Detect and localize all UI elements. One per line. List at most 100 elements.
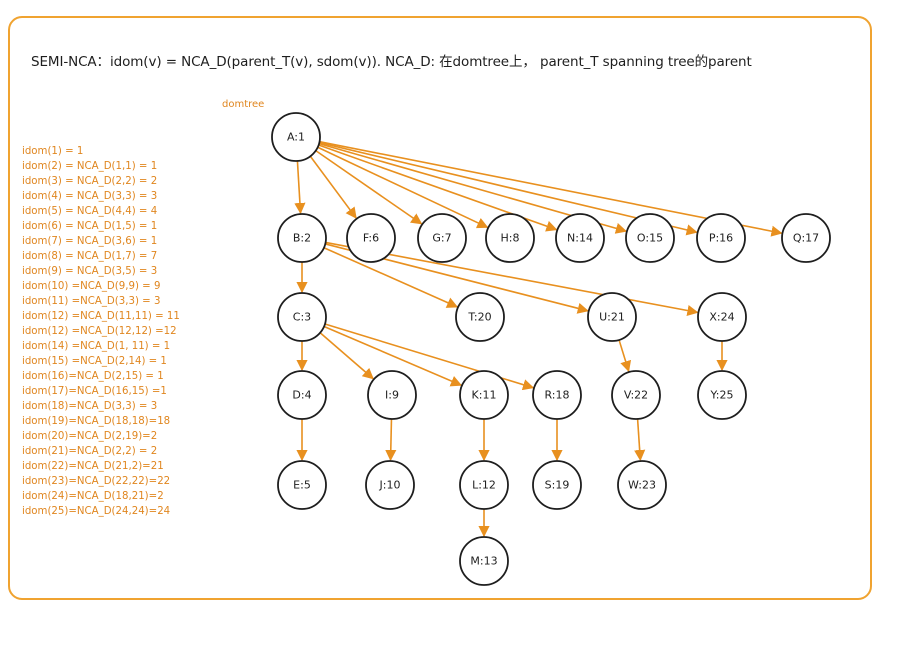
- node-circle: [611, 370, 661, 420]
- node-circle: [459, 370, 509, 420]
- node-label: K:11: [472, 389, 497, 402]
- idom-line: idom(6) = NCA_D(1,5) = 1: [22, 221, 158, 232]
- idom-line: idom(21)=NCA_D(2,2) = 2: [22, 446, 158, 457]
- idom-line: idom(1) = 1: [22, 146, 84, 157]
- node-circle: [277, 370, 327, 420]
- node-label: T:20: [467, 311, 491, 324]
- node-label: F:6: [363, 232, 379, 245]
- node-d: D:4: [277, 370, 327, 420]
- node-i: I:9: [367, 370, 417, 420]
- node-k: K:11: [459, 370, 509, 420]
- node-o: O:15: [625, 213, 675, 263]
- edge-c-k: [323, 325, 463, 387]
- node-x: X:24: [697, 292, 747, 342]
- node-circle: [417, 213, 467, 263]
- idom-line: idom(20)=NCA_D(2,19)=2: [22, 431, 158, 442]
- node-circle: [555, 213, 605, 263]
- edge-a-h: [317, 146, 489, 229]
- node-a: A:1: [271, 112, 321, 162]
- node-label: H:8: [501, 232, 520, 245]
- node-n: N:14: [555, 213, 605, 263]
- node-label: X:24: [709, 311, 734, 324]
- idom-list: idom(1) = 1 idom(2) = NCA_D(1,1) = 1 idom(…: [22, 144, 180, 519]
- node-j: J:10: [365, 460, 415, 510]
- idom-line: idom(24)=NCA_D(18,21)=2: [22, 491, 164, 502]
- node-p: P:16: [696, 213, 746, 263]
- idom-line: idom(11) =NCA_D(3,3) = 3: [22, 296, 161, 307]
- node-label: Q:17: [793, 232, 819, 245]
- diagram-frame: [8, 16, 872, 600]
- node-label: D:4: [292, 389, 311, 402]
- node-h: H:8: [485, 213, 535, 263]
- edge-a-b: [294, 160, 306, 215]
- node-label: V:22: [624, 389, 648, 402]
- node-label: E:5: [293, 479, 311, 492]
- edge-b-t: [323, 247, 459, 308]
- idom-line: idom(4) = NCA_D(3,3) = 3: [22, 191, 158, 202]
- node-g: G:7: [417, 213, 467, 263]
- node-circle: [696, 213, 746, 263]
- node-m: M:13: [459, 536, 509, 586]
- idom-line: idom(23)=NCA_D(22,22)=22: [22, 476, 171, 487]
- edge-i-j: [385, 418, 397, 462]
- node-circle: [485, 213, 535, 263]
- node-label: S:19: [545, 479, 570, 492]
- node-b: B:2: [277, 213, 327, 263]
- idom-line: idom(8) = NCA_D(1,7) = 7: [22, 251, 158, 262]
- node-r: R:18: [532, 370, 582, 420]
- idom-line: idom(16)=NCA_D(2,15) = 1: [22, 371, 164, 382]
- node-t: T:20: [455, 292, 505, 342]
- node-circle: [277, 460, 327, 510]
- node-l: L:12: [459, 460, 509, 510]
- node-label: L:12: [472, 479, 496, 492]
- node-circle: [271, 112, 321, 162]
- node-v: V:22: [611, 370, 661, 420]
- node-circle: [277, 292, 327, 342]
- node-circle: [532, 370, 582, 420]
- idom-line: idom(18)=NCA_D(3,3) = 3: [22, 401, 158, 412]
- node-circle: [625, 213, 675, 263]
- idom-line: idom(2) = NCA_D(1,1) = 1: [22, 161, 158, 172]
- domtree-label: domtree: [222, 99, 265, 110]
- node-label: A:1: [287, 131, 305, 144]
- node-circle: [277, 213, 327, 263]
- node-circle: [346, 213, 396, 263]
- node-label: W:23: [628, 479, 656, 492]
- edge-a-q: [319, 140, 783, 237]
- idom-line: idom(10) =NCA_D(9,9) = 9: [22, 281, 161, 292]
- node-label: N:14: [567, 232, 593, 245]
- idom-line: idom(25)=NCA_D(24,24)=24: [22, 506, 171, 517]
- idom-line: idom(19)=NCA_D(18,18)=18: [22, 416, 171, 427]
- idom-line: idom(12) =NCA_D(11,11) = 11: [22, 311, 180, 322]
- node-label: U:21: [599, 311, 625, 324]
- node-label: B:2: [293, 232, 311, 245]
- node-label: O:15: [637, 232, 663, 245]
- diagram-title: SEMI-NCA：idom(v) = NCA_D(parent_T(v), sd…: [31, 54, 752, 70]
- node-e: E:5: [277, 460, 327, 510]
- edge-c-i: [319, 332, 374, 380]
- node-label: M:13: [470, 555, 497, 568]
- idom-line: idom(15) =NCA_D(2,14) = 1: [22, 356, 167, 367]
- edge-u-v: [618, 339, 632, 373]
- idom-line: idom(14) =NCA_D(1, 11) = 1: [22, 341, 171, 352]
- node-f: F:6: [346, 213, 396, 263]
- node-u: U:21: [587, 292, 637, 342]
- node-c: C:3: [277, 292, 327, 342]
- node-circle: [455, 292, 505, 342]
- node-circle: [781, 213, 831, 263]
- node-label: I:9: [385, 389, 399, 402]
- idom-line: idom(22)=NCA_D(21,2)=21: [22, 461, 164, 472]
- node-y: Y:25: [697, 370, 747, 420]
- node-label: R:18: [544, 389, 569, 402]
- node-circle: [697, 292, 747, 342]
- node-label: P:16: [709, 232, 733, 245]
- node-circle: [697, 370, 747, 420]
- idom-line: idom(5) = NCA_D(4,4) = 4: [22, 206, 158, 217]
- node-circle: [459, 460, 509, 510]
- edge-a-f: [309, 155, 357, 219]
- node-label: C:3: [293, 311, 311, 324]
- idom-line: idom(17)=NCA_D(16,15) =1: [22, 386, 167, 397]
- node-label: J:10: [379, 479, 401, 492]
- node-q: Q:17: [781, 213, 831, 263]
